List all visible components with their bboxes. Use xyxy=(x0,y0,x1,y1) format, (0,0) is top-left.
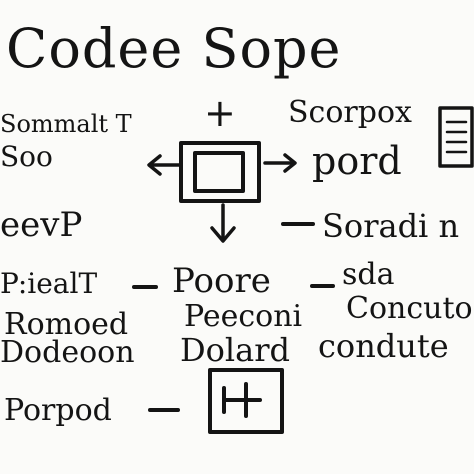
label-row4-left: P:iealT xyxy=(0,267,98,300)
label-top-left-1: Sommalt T xyxy=(0,110,132,138)
label-row5-right: Concuto xyxy=(346,291,473,326)
label-row5-mid: Peeconi xyxy=(184,299,303,334)
label-row6-left: Dodeoon xyxy=(0,335,135,370)
down-arrow xyxy=(210,203,236,243)
label-top-left-2: Soo xyxy=(0,140,53,173)
label-plus: + xyxy=(204,91,236,135)
label-row5-left: Romoed xyxy=(4,307,129,342)
label-row6-right: condute xyxy=(318,327,449,365)
bottom-window-box-icon xyxy=(208,368,284,434)
document-icon xyxy=(438,106,474,168)
label-mid-left: eevP xyxy=(0,205,83,245)
center-window-box-icon xyxy=(179,141,261,203)
label-row4-right: sda xyxy=(342,257,395,292)
label-row6-mid: Dolard xyxy=(180,331,291,369)
right-arrow xyxy=(263,153,297,173)
label-row4-mid: Poore xyxy=(172,261,271,301)
diagram-title: Codee Sope xyxy=(6,17,342,80)
label-mid-right: Soradi n xyxy=(322,207,460,245)
label-bottom-left: Porpod xyxy=(4,393,112,428)
label-right-of-box: pord xyxy=(312,139,402,183)
left-arrow xyxy=(147,154,182,176)
label-top-right: Scorpox xyxy=(288,95,412,130)
